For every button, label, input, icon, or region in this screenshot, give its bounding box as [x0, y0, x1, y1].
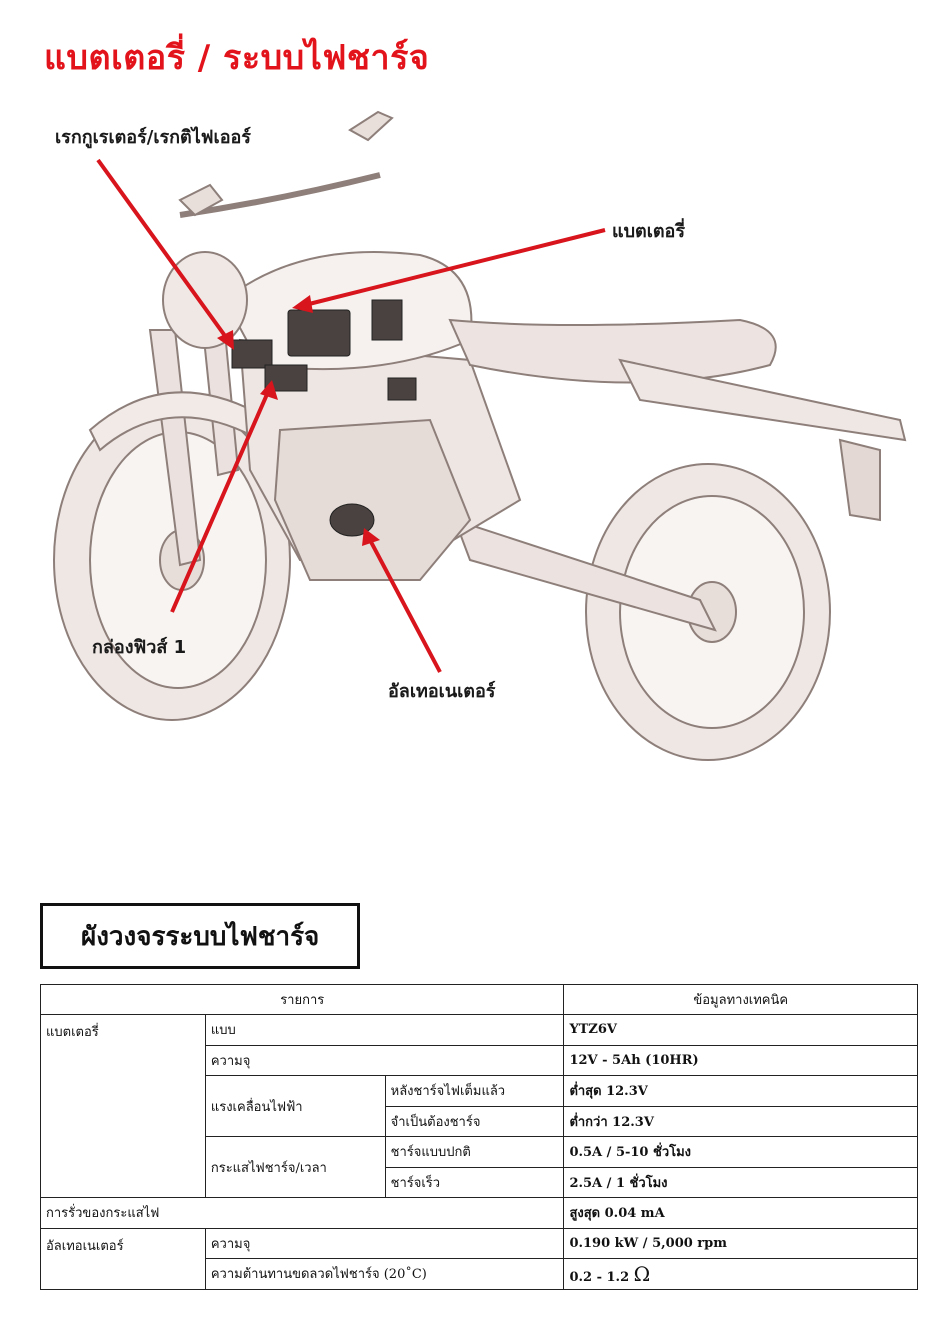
- mirror-right: [178, 183, 224, 217]
- charge-normal-label: ชาร์จแบบปกติ: [384, 1136, 565, 1168]
- callout-regulator: เรกกูเรเตอร์/เรกติไฟเออร์: [55, 127, 251, 148]
- leakage-value: สูงสุด 0.04 mA: [563, 1197, 918, 1229]
- charge-quick-label: ชาร์จเร็ว: [384, 1166, 565, 1198]
- tail-section: [618, 358, 907, 442]
- arrow-battery-head: [292, 295, 313, 313]
- regulator-component: [231, 339, 273, 369]
- table-row: แบตเตอรี่ แบบ YTZ6V: [40, 1014, 918, 1198]
- voltage-need-value: ต่ำกว่า 12.3V: [563, 1105, 918, 1137]
- alternator-label: อัลเทอเนเตอร์: [40, 1227, 206, 1290]
- voltage-full-label: หลังชาร์จไฟเต็มแล้ว: [384, 1075, 565, 1107]
- arrow-battery: [304, 228, 606, 307]
- ohm-unit: Ω: [633, 1261, 651, 1286]
- battery-type-label: แบบ: [204, 1014, 565, 1046]
- resistance-value: 0.2 - 1.2: [569, 1269, 630, 1285]
- arrow-fuse-box-head: [260, 380, 278, 400]
- arrow-alternator: [368, 539, 442, 673]
- alternator-capacity-label: ความจุ: [204, 1227, 565, 1259]
- header-spec: ข้อมูลทางเทคนิค: [563, 984, 918, 1015]
- charge-normal-value: 0.5A / 5-10 ชั่วโมง: [563, 1136, 918, 1168]
- resistance-value-cell: 0.2 - 1.2 Ω: [563, 1258, 918, 1290]
- resistance-label: ความต้านทานขดลวดไฟชาร์จ (20˚C): [204, 1258, 565, 1290]
- callout-alternator: อัลเทอเนเตอร์: [388, 681, 496, 702]
- swingarm: [453, 518, 717, 632]
- arrow-alternator-head: [362, 528, 380, 546]
- charge-current-label: กระแสไฟชาร์จ/เวลา: [204, 1136, 386, 1198]
- connector-component: [387, 377, 417, 401]
- spec-table: รายการ ข้อมูลทางเทคนิค แบตเตอรี่ แบบ YTZ…: [39, 984, 918, 1290]
- battery-component: [287, 309, 351, 357]
- handlebar: [179, 172, 381, 218]
- table-header-row: รายการ ข้อมูลทางเทคนิค: [39, 984, 918, 1015]
- battery-capacity-value: 12V - 5Ah (10HR): [563, 1044, 918, 1076]
- callout-fuse-box: กล่องฟิวส์ 1: [92, 637, 187, 658]
- page-title: แบตเตอรี่ / ระบบไฟชาร์จ: [44, 38, 430, 78]
- table-row: การรั่วของกระแสไฟ สูงสุด 0.04 mA: [39, 1197, 918, 1229]
- alternator-capacity-value: 0.190 kW / 5,000 rpm: [563, 1227, 918, 1259]
- section-title-box: ผังวงจรระบบไฟชาร์จ: [40, 903, 360, 969]
- table-row: แรงเคลื่อนไฟฟ้า หลังชาร์จไฟเต็มแล้ว ต่ำส…: [41, 1075, 918, 1137]
- table-row: ชาร์จเร็ว 2.5A / 1 ชั่วโมง: [41, 1166, 918, 1198]
- license-bracket: [838, 438, 881, 522]
- arrow-regulator: [96, 158, 230, 342]
- front-fork: [148, 329, 202, 567]
- arrow-regulator-head: [217, 330, 234, 350]
- table-row: ความต้านทานขดลวดไฟชาร์จ (20˚C) 0.2 - 1.2…: [41, 1258, 918, 1290]
- header-item: รายการ: [39, 984, 565, 1015]
- arrow-fuse-box: [170, 391, 270, 613]
- voltage-need-label: จำเป็นต้องชาร์จ: [384, 1105, 565, 1137]
- leakage-label: การรั่วของกระแสไฟ: [39, 1197, 565, 1229]
- table-row: อัลเทอเนเตอร์ ความจุ 0.190 kW / 5,000 rp…: [40, 1227, 918, 1290]
- voltage-full-value: ต่ำสุด 12.3V: [563, 1075, 918, 1107]
- relay-component: [371, 299, 403, 341]
- battery-label: แบตเตอรี่: [40, 1014, 206, 1198]
- table-row: จำเป็นต้องชาร์จ ต่ำกว่า 12.3V: [41, 1105, 918, 1137]
- engine: [273, 418, 472, 581]
- alternator-component: [329, 503, 375, 537]
- battery-type-value: YTZ6V: [563, 1014, 918, 1046]
- battery-voltage-label: แรงเคลื่อนไฟฟ้า: [204, 1075, 386, 1137]
- seat: [448, 318, 777, 384]
- section-title: ผังวงจรระบบไฟชาร์จ: [81, 921, 320, 952]
- table-row: ความจุ 12V - 5Ah (10HR): [41, 1044, 918, 1076]
- motorcycle-illustration: [53, 110, 907, 761]
- battery-capacity-label: ความจุ: [204, 1044, 565, 1076]
- charge-quick-value: 2.5A / 1 ชั่วโมง: [563, 1166, 918, 1198]
- mirror-left: [348, 110, 394, 142]
- callout-battery: แบตเตอรี่: [612, 221, 686, 242]
